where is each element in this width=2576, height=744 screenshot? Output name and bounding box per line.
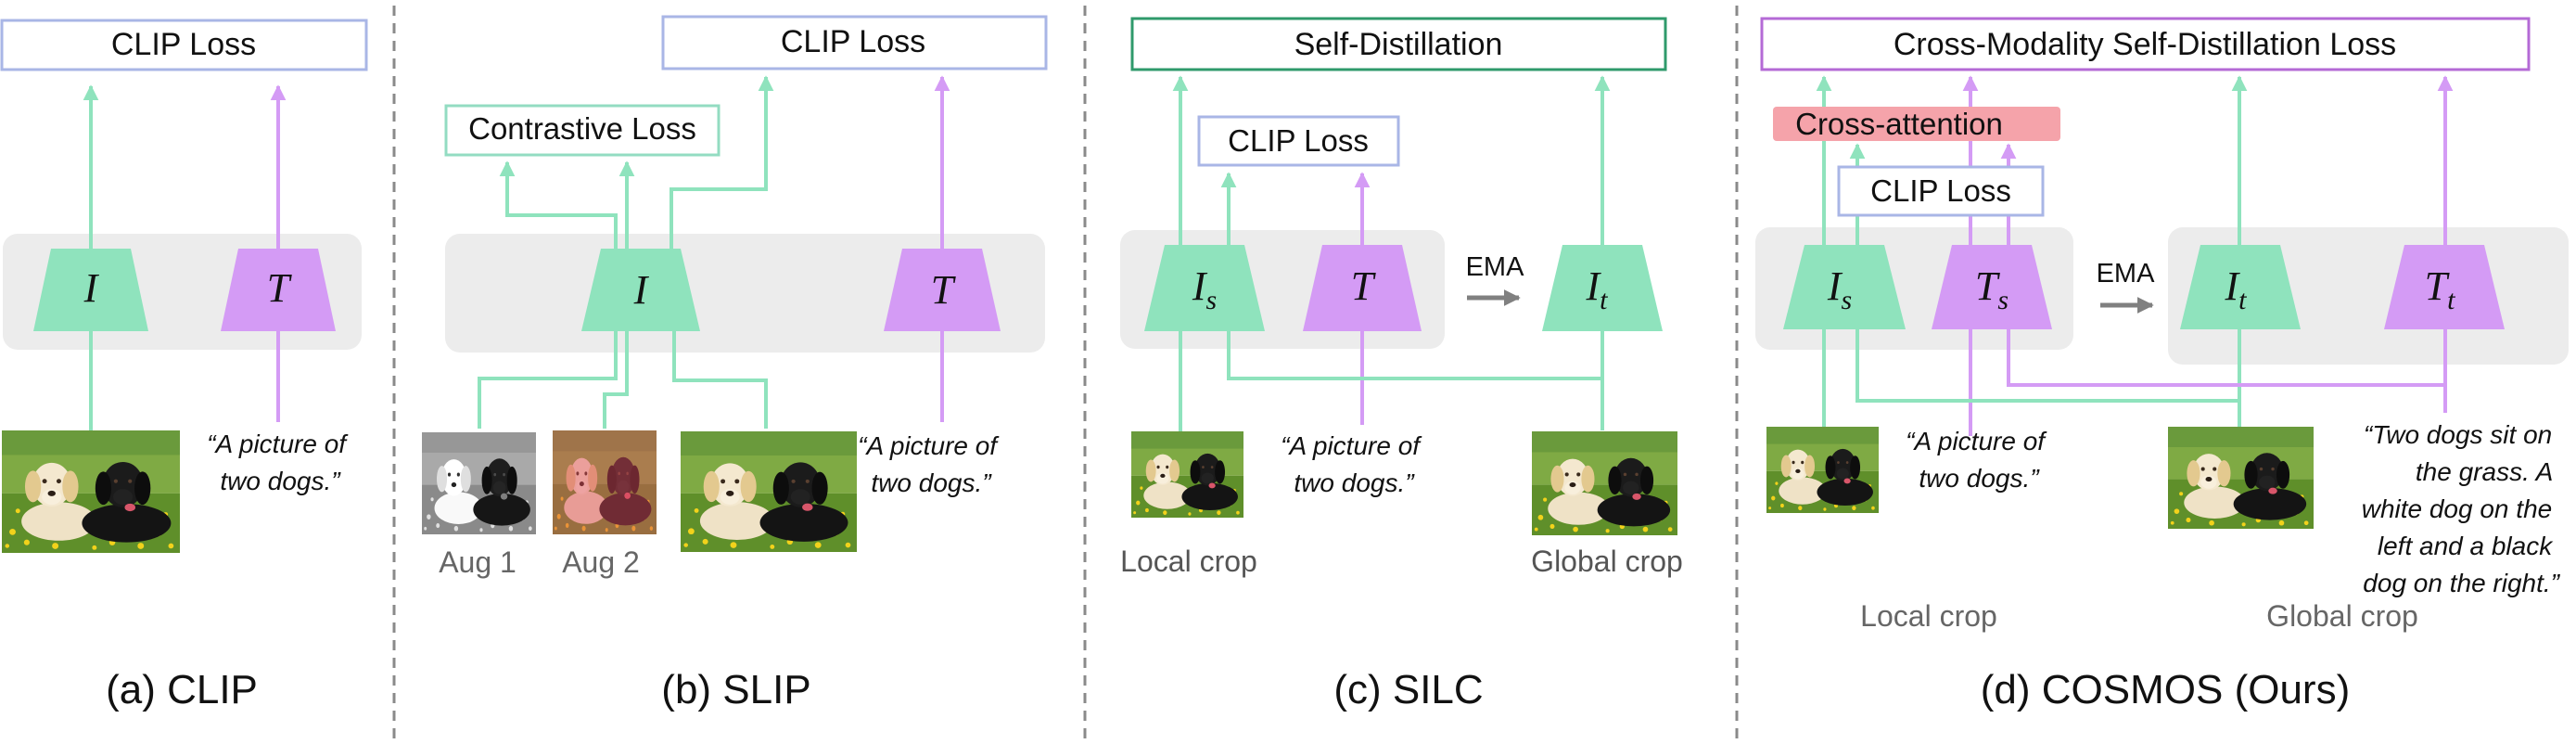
text-encoder-label: T	[267, 265, 293, 311]
image-connector	[672, 329, 768, 429]
panel-silc: Self-Distillation CLIP Loss Is T EMA It …	[1120, 17, 1683, 712]
contrastive-loss-label: Contrastive Loss	[468, 111, 696, 146]
contrastive-arrow	[499, 160, 618, 249]
ema-label: EMA	[1466, 252, 1525, 282]
aug1-connector	[478, 329, 618, 429]
text-encoder-label: T	[931, 267, 957, 313]
caption-quote: “A picture of two dogs.”	[207, 430, 353, 495]
global-image-connector	[1855, 327, 2241, 429]
aug1-grayscale-photo	[422, 432, 536, 534]
long-caption-connector	[2007, 327, 2447, 413]
cross-modality-loss-box	[1760, 17, 2531, 71]
aug2-label: Aug 2	[562, 545, 640, 579]
clip-loss-label: CLIP Loss	[781, 24, 925, 59]
clip-arrow-image	[670, 75, 774, 249]
clip-loss-label: CLIP Loss	[1870, 173, 2011, 208]
cross-modality-loss-label: Cross-Modality Self-Distillation Loss	[1894, 27, 2396, 62]
panel-slip: Contrastive Loss CLIP Loss I T Aug 1 Aug…	[422, 15, 1048, 712]
global-crop-label: Global crop	[2266, 599, 2418, 633]
dog-photo	[2, 430, 180, 553]
ema-label: EMA	[2097, 259, 2156, 289]
local-crop-label: Local crop	[1860, 599, 1997, 633]
student-text-encoder-label: Ts	[1975, 263, 2009, 315]
global-crop-photo	[2168, 427, 2314, 529]
text-encoder	[221, 249, 336, 331]
clip-loss-box	[1197, 115, 1400, 167]
student-image-encoder-label: Is	[1827, 263, 1852, 315]
local-crop-label: Local crop	[1120, 545, 1257, 578]
aug2-tinted-photo	[553, 430, 657, 534]
cross-attention-box	[1773, 107, 2060, 141]
teacher-image-encoder-label: It	[1586, 263, 1609, 315]
global-crop-connector	[1227, 329, 1604, 430]
clip-loss-box	[0, 19, 368, 71]
image-encoder-label: I	[83, 265, 100, 311]
student-image-encoder-label: Is	[1192, 263, 1217, 315]
teacher-image-encoder-label: It	[2225, 263, 2248, 315]
clip-loss-label: CLIP Loss	[111, 27, 256, 62]
caption-quote: “A picture of two dogs.”	[1281, 431, 1427, 497]
self-distillation-box	[1130, 17, 1667, 71]
panel-caption: (c) SILC	[1333, 667, 1483, 712]
panel-clip: CLIP Loss I T “A picture of two dogs.” (…	[0, 19, 368, 712]
panel-caption: (d) COSMOS (Ours)	[1981, 667, 2350, 712]
clip-loss-label: CLIP Loss	[1228, 123, 1369, 158]
student-text-encoder	[1932, 245, 2052, 329]
teacher-text-encoder-label: Tt	[2425, 263, 2455, 315]
caption-quote: “A picture of two dogs.”	[858, 431, 1004, 497]
global-crop-label: Global crop	[1531, 545, 1683, 578]
long-caption-quote: “Two dogs sit on the grass. A white dog …	[2362, 420, 2561, 597]
aug1-label: Aug 1	[439, 545, 516, 579]
text-encoder-label: T	[1351, 263, 1377, 309]
cross-attention-label: Cross-attention	[1795, 107, 2003, 141]
clip-loss-box	[661, 15, 1048, 71]
panel-caption: (a) CLIP	[106, 667, 258, 712]
self-distillation-label: Self-Distillation	[1294, 27, 1503, 62]
contrastive-loss-box	[444, 104, 721, 157]
text-encoder	[1303, 245, 1422, 331]
teacher-image-encoder	[1542, 245, 1663, 331]
local-crop-photo	[1766, 427, 1879, 513]
panel-cosmos: Cross-Modality Self-Distillation Loss Cr…	[1755, 17, 2569, 712]
short-caption-quote: “A picture of two dogs.”	[1906, 427, 2052, 493]
panel-caption: (b) SLIP	[661, 667, 810, 712]
local-crop-photo	[1131, 431, 1243, 518]
student-image-encoder	[1144, 245, 1265, 331]
dog-photo	[681, 431, 857, 552]
clip-loss-box	[1837, 165, 2045, 217]
image-encoder-label: I	[633, 267, 650, 313]
image-encoder	[33, 249, 148, 331]
text-encoder	[884, 249, 1001, 331]
teacher-text-encoder	[2384, 245, 2505, 329]
teacher-image-encoder	[2180, 245, 2301, 329]
image-encoder	[581, 249, 700, 331]
student-image-encoder	[1783, 245, 1906, 329]
global-crop-photo	[1532, 431, 1677, 535]
aug2-connector	[603, 329, 629, 429]
